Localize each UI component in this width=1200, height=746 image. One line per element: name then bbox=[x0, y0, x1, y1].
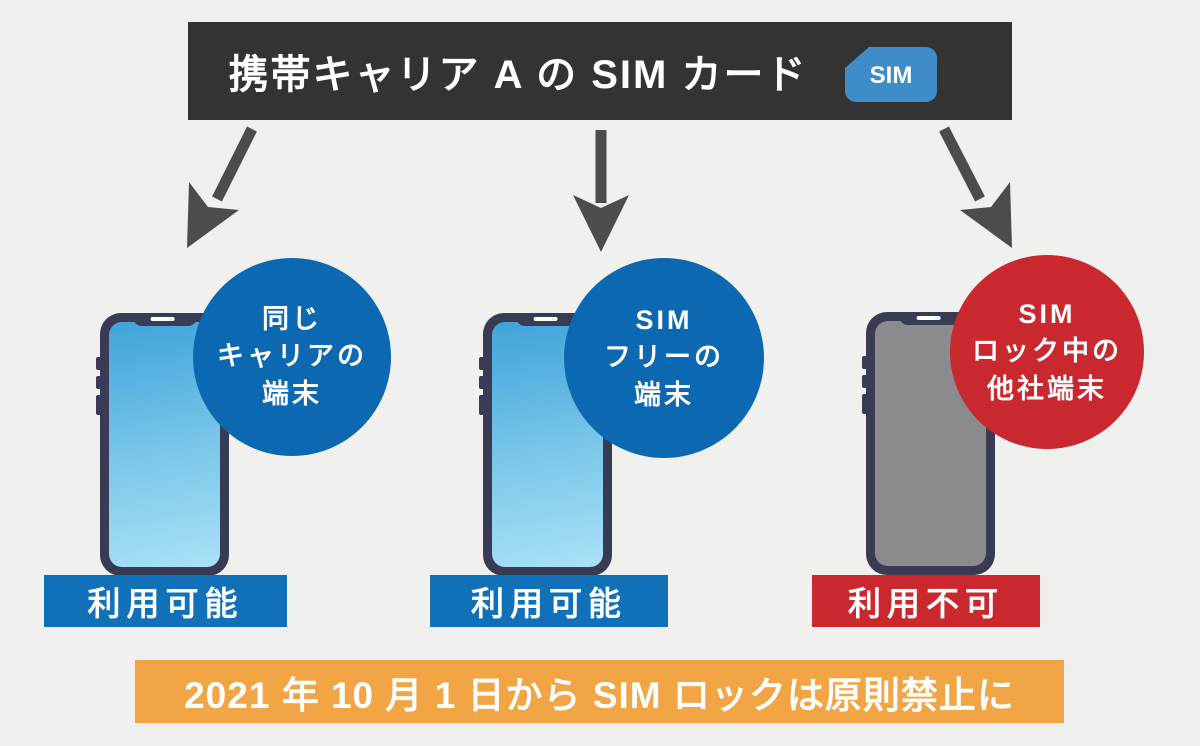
bubble-line: 端末 bbox=[634, 379, 694, 410]
bubble-line: 端末 bbox=[262, 378, 322, 409]
bubble-line: SIM bbox=[635, 305, 693, 336]
header-banner: 携帯キャリア A の SIM カード SIM bbox=[188, 22, 1012, 120]
sim-card-icon: SIM bbox=[845, 47, 937, 102]
side-button bbox=[862, 375, 866, 388]
header-title: 携帯キャリア A の SIM カード bbox=[228, 53, 808, 97]
bubble-line: SIM bbox=[1018, 299, 1076, 330]
side-button bbox=[96, 376, 100, 389]
status-badge-usable-1: 利用可能 bbox=[44, 575, 287, 627]
arrow-down-left-icon bbox=[187, 126, 257, 248]
bubble-sim-free: SIM フリーの 端末 bbox=[564, 258, 764, 458]
camera-dot-icon bbox=[934, 316, 939, 320]
bubble-same-carrier: 同じ キャリアの 端末 bbox=[193, 258, 391, 456]
side-button bbox=[479, 395, 483, 415]
side-button bbox=[96, 357, 100, 370]
side-button bbox=[862, 394, 866, 414]
side-button bbox=[479, 357, 483, 370]
status-badge-usable-2: 利用可能 bbox=[430, 575, 668, 627]
arrow-down-right-icon bbox=[939, 126, 1012, 248]
bubble-line: 同じ bbox=[262, 304, 322, 335]
phone-notch bbox=[132, 313, 197, 326]
phone-notch bbox=[898, 312, 963, 325]
camera-dot-icon bbox=[551, 317, 556, 321]
bubble-line: キャリアの bbox=[217, 341, 367, 372]
bubble-sim-locked: SIM ロック中の 他社端末 bbox=[950, 255, 1144, 449]
side-button bbox=[96, 395, 100, 415]
smartphone-sim-free bbox=[479, 313, 612, 576]
sim-card-label: SIM bbox=[869, 61, 913, 89]
camera-dot-icon bbox=[168, 317, 173, 321]
bubble-line: フリーの bbox=[604, 342, 724, 373]
speaker-slit-icon bbox=[916, 316, 941, 320]
phone-notch bbox=[515, 313, 580, 326]
arrow-down-icon bbox=[573, 130, 629, 252]
speaker-slit-icon bbox=[150, 317, 175, 321]
bubble-line: ロック中の bbox=[972, 336, 1122, 367]
bubble-line: 他社端末 bbox=[987, 373, 1107, 404]
footer-banner: 2021 年 10 月 1 日から SIM ロックは原則禁止に bbox=[135, 660, 1064, 723]
status-badge-unusable: 利用不可 bbox=[812, 575, 1040, 627]
side-button bbox=[479, 376, 483, 389]
side-button bbox=[862, 356, 866, 369]
sim-card-shape bbox=[845, 47, 937, 102]
speaker-slit-icon bbox=[533, 317, 558, 321]
